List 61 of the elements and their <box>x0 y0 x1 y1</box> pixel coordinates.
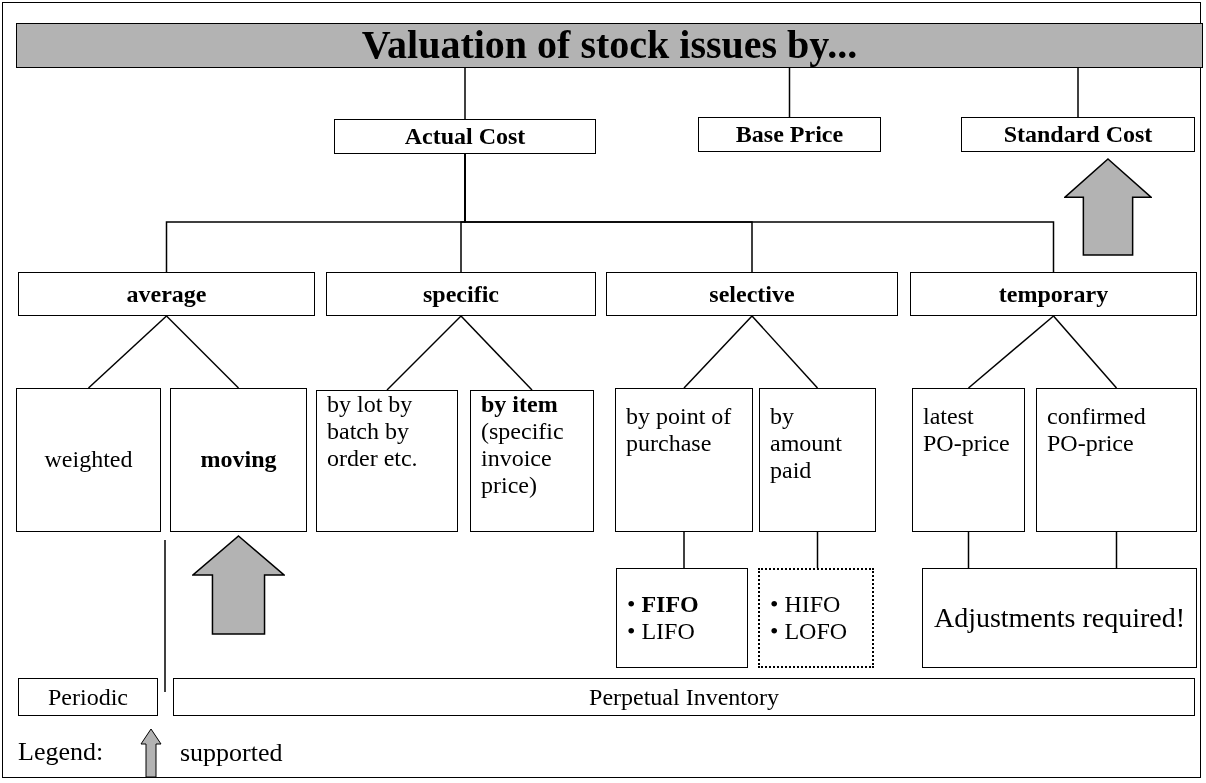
node-label: confirmed PO-price <box>1047 403 1147 457</box>
category-box <box>698 117 881 152</box>
node-label: temporary <box>997 280 1110 308</box>
list-box <box>758 568 874 668</box>
category-box <box>961 117 1195 152</box>
category-box <box>759 388 876 532</box>
node-label: • LIFO <box>627 618 696 645</box>
category-box <box>606 272 898 316</box>
category-box <box>18 272 315 316</box>
category-box <box>16 388 161 532</box>
category-box <box>922 568 1197 668</box>
connector-line <box>460 315 533 391</box>
node-label: specific <box>422 280 500 308</box>
node-label: • HIFO <box>770 591 842 618</box>
category-box <box>470 390 594 532</box>
node-label: selective <box>708 280 796 308</box>
node-label: by point of purchase <box>626 403 733 457</box>
connector-line <box>683 315 753 389</box>
title-bar <box>16 23 1203 68</box>
connector-line <box>788 67 791 118</box>
connector-line <box>1077 67 1079 118</box>
category-box <box>912 388 1025 532</box>
node-label: Standard Cost <box>1002 121 1154 148</box>
node-label: Periodic <box>47 683 129 711</box>
node-label: by amount paid <box>770 403 843 484</box>
connector-line <box>1052 315 1118 389</box>
node-label: moving <box>199 446 278 473</box>
list-box <box>616 568 748 668</box>
category-box <box>316 390 458 532</box>
title: Valuation of stock issues by... <box>360 23 859 68</box>
node-label: Base Price <box>734 121 845 148</box>
connector-line <box>464 67 466 120</box>
connector-line <box>1115 531 1118 569</box>
legend-label: supported <box>180 738 283 768</box>
node-label: • FIFO <box>627 591 700 618</box>
category-box <box>170 388 307 532</box>
category-box <box>615 388 753 532</box>
node-label: average <box>125 280 208 308</box>
connector-line <box>165 315 240 389</box>
node-label: latest PO-price <box>923 403 1011 457</box>
node-label: Adjustments required! <box>933 602 1186 634</box>
node-label: weighted <box>43 446 134 473</box>
category-box <box>910 272 1197 316</box>
connector-line <box>967 531 970 569</box>
node-label: by lot by batch by order etc. <box>327 391 419 472</box>
connector-line <box>751 315 819 389</box>
category-box <box>173 678 1195 716</box>
connector-line <box>87 315 168 389</box>
category-box <box>18 678 158 716</box>
category-box <box>326 272 596 316</box>
node-label: Perpetual Inventory <box>588 683 780 711</box>
connector-line <box>683 531 685 569</box>
category-box <box>1036 388 1197 532</box>
category-box <box>334 119 596 154</box>
node-label: • LOFO <box>770 618 849 645</box>
connector-line <box>967 315 1055 389</box>
legend-title: Legend: <box>18 737 104 767</box>
node-label: by item (specific invoice price) <box>481 391 565 499</box>
connector-line <box>386 315 462 391</box>
connector-line <box>816 531 819 569</box>
node-label: Actual Cost <box>403 123 527 150</box>
